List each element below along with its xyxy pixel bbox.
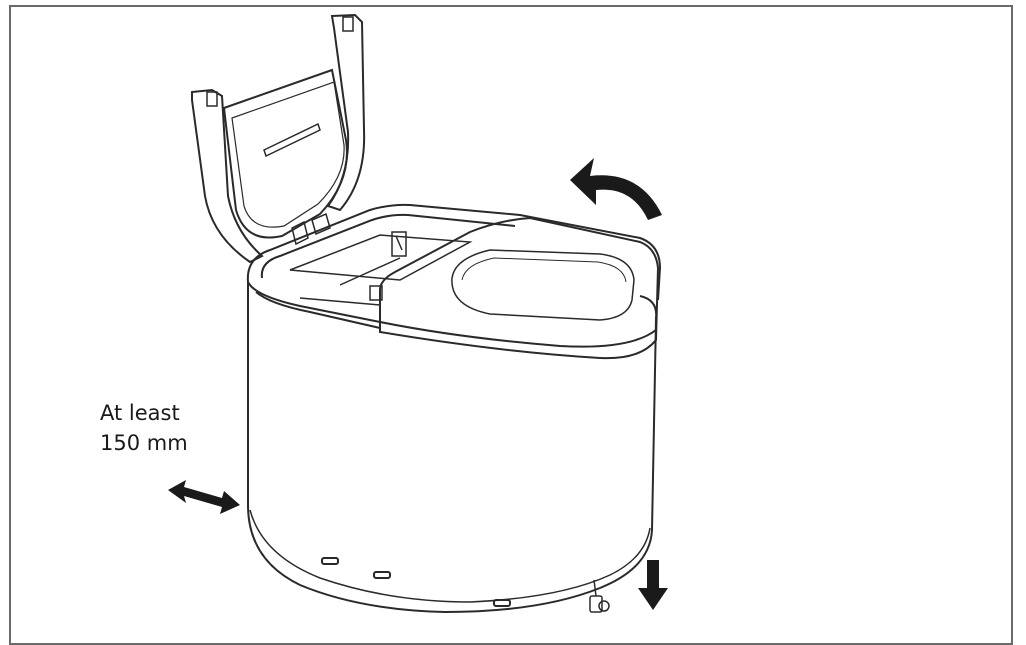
device-illustration	[168, 13, 668, 614]
clearance-label-line2: 150 mm	[100, 431, 188, 455]
double-arrow-icon	[168, 480, 240, 514]
down-arrow-icon	[638, 560, 668, 610]
clearance-label-line1: At least	[100, 401, 180, 425]
device-rim	[246, 203, 662, 348]
slide-panel	[379, 216, 660, 360]
power-plug-icon	[589, 579, 610, 613]
diagram-frame	[9, 5, 1013, 645]
device-body	[247, 282, 658, 614]
clearance-label: At least 150 mm	[100, 398, 188, 458]
open-lid	[191, 13, 366, 264]
curved-arrow-icon	[570, 158, 662, 220]
